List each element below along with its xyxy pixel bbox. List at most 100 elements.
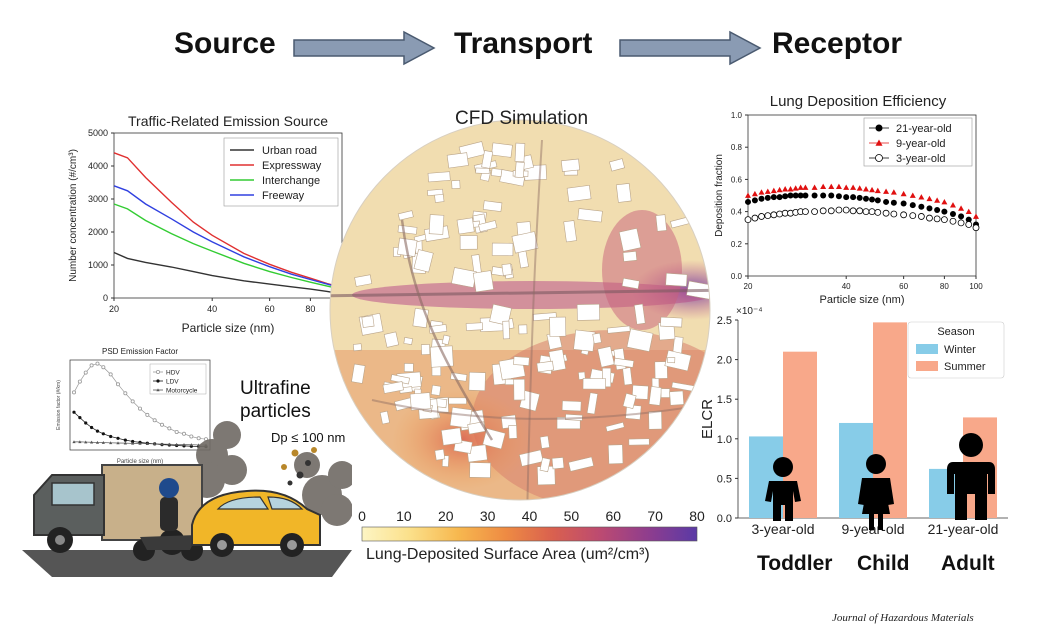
building-block xyxy=(459,235,478,250)
ultrafine-line1: Ultrafine xyxy=(240,378,311,399)
data-point xyxy=(189,434,194,439)
colorbar-tick-label: 20 xyxy=(438,508,454,524)
building-block xyxy=(549,316,567,337)
data-point xyxy=(116,436,120,440)
ultrafine-label: Ultrafine particles xyxy=(240,377,311,423)
cfd-title: CFD Simulation xyxy=(455,108,589,129)
building-block xyxy=(622,367,633,386)
legend-label: LDV xyxy=(166,379,179,386)
data-point xyxy=(131,439,135,444)
data-point xyxy=(949,217,957,225)
building-block xyxy=(514,142,526,163)
data-point xyxy=(776,186,783,193)
building-block xyxy=(648,386,663,406)
particles-icon xyxy=(281,447,317,486)
building-block xyxy=(430,384,442,396)
y-tick-label: 0.0 xyxy=(717,513,732,525)
data-point xyxy=(941,208,948,215)
building-block xyxy=(655,214,667,232)
data-point xyxy=(835,193,842,200)
building-block xyxy=(665,272,688,287)
cfd-simulation-map xyxy=(329,119,711,501)
legend-label: HDV xyxy=(166,370,180,377)
building-block xyxy=(561,400,582,412)
series-group xyxy=(745,183,979,219)
data-point xyxy=(917,213,925,220)
building-block xyxy=(409,392,432,411)
data-point xyxy=(874,209,882,216)
building-block xyxy=(518,324,528,335)
series-group xyxy=(72,361,208,442)
receptor-heading: Receptor xyxy=(772,27,903,60)
data-point xyxy=(820,183,827,190)
colorbar-tick-label: 80 xyxy=(689,508,705,524)
building-block xyxy=(605,421,625,433)
y-axis-label: Emission factor (#/km) xyxy=(56,380,62,430)
data-point xyxy=(869,186,876,193)
chart-title: PSD Emission Factor xyxy=(102,347,178,356)
colorbar-tick-label: 0 xyxy=(358,508,366,524)
legend-marker xyxy=(875,154,883,162)
data-point xyxy=(900,211,908,219)
building-block xyxy=(568,456,595,472)
data-point xyxy=(175,442,179,446)
data-point xyxy=(883,188,890,194)
building-block xyxy=(536,360,554,373)
building-block xyxy=(539,457,551,473)
data-point xyxy=(940,216,948,224)
y-tick-label: 0.2 xyxy=(731,240,743,249)
data-point xyxy=(828,183,835,190)
building-block xyxy=(440,427,463,446)
colorbar-tick-label: 30 xyxy=(480,508,496,524)
data-point xyxy=(835,183,842,190)
data-point xyxy=(782,193,789,200)
motorcycle-icon xyxy=(133,478,203,561)
building-block xyxy=(427,188,444,197)
data-point xyxy=(152,418,157,423)
data-point xyxy=(909,192,916,198)
building-block xyxy=(403,337,413,345)
data-point xyxy=(900,200,907,207)
legend-label: Summer xyxy=(944,361,986,373)
data-point xyxy=(758,189,765,195)
data-point xyxy=(181,431,186,436)
y-tick-label: 1.0 xyxy=(717,434,732,446)
y-tick-label: 0.0 xyxy=(731,272,743,281)
legend-marker xyxy=(156,369,161,374)
building-block xyxy=(621,277,640,290)
data-point xyxy=(792,185,799,191)
building-block xyxy=(660,388,671,398)
data-point xyxy=(828,192,835,199)
building-block xyxy=(441,334,451,346)
data-point xyxy=(934,206,941,213)
building-block xyxy=(428,214,445,235)
data-point xyxy=(792,192,799,199)
data-point xyxy=(189,443,193,447)
y-tick-label: 1.0 xyxy=(731,111,743,120)
data-point xyxy=(78,440,82,444)
transport-heading: Transport xyxy=(454,27,593,60)
journal-credit: Journal of Hazardous Materials xyxy=(832,612,974,624)
legend-label: 21-year-old xyxy=(896,123,952,135)
legend-label: 9-year-old xyxy=(896,138,946,150)
legend-swatch xyxy=(916,361,938,371)
building-block xyxy=(626,328,654,352)
adult-icon xyxy=(947,433,995,520)
building-block xyxy=(664,349,692,372)
building-block xyxy=(565,413,583,421)
data-point xyxy=(84,440,88,444)
chart-title: Lung Deposition Efficiency xyxy=(770,93,947,110)
legend-label: 3-year-old xyxy=(896,153,946,165)
series-line xyxy=(74,441,207,446)
y-tick-label: 0.6 xyxy=(731,175,743,184)
legend-marker xyxy=(156,379,160,383)
data-point xyxy=(72,410,76,414)
building-block xyxy=(511,231,539,254)
x-axis-label: Particle size (nm) xyxy=(117,459,163,465)
building-block xyxy=(383,331,400,348)
data-point xyxy=(958,213,965,220)
data-point xyxy=(787,186,794,192)
x-tick-label: 20 xyxy=(109,304,119,314)
building-block xyxy=(481,150,494,169)
building-block xyxy=(551,457,565,470)
